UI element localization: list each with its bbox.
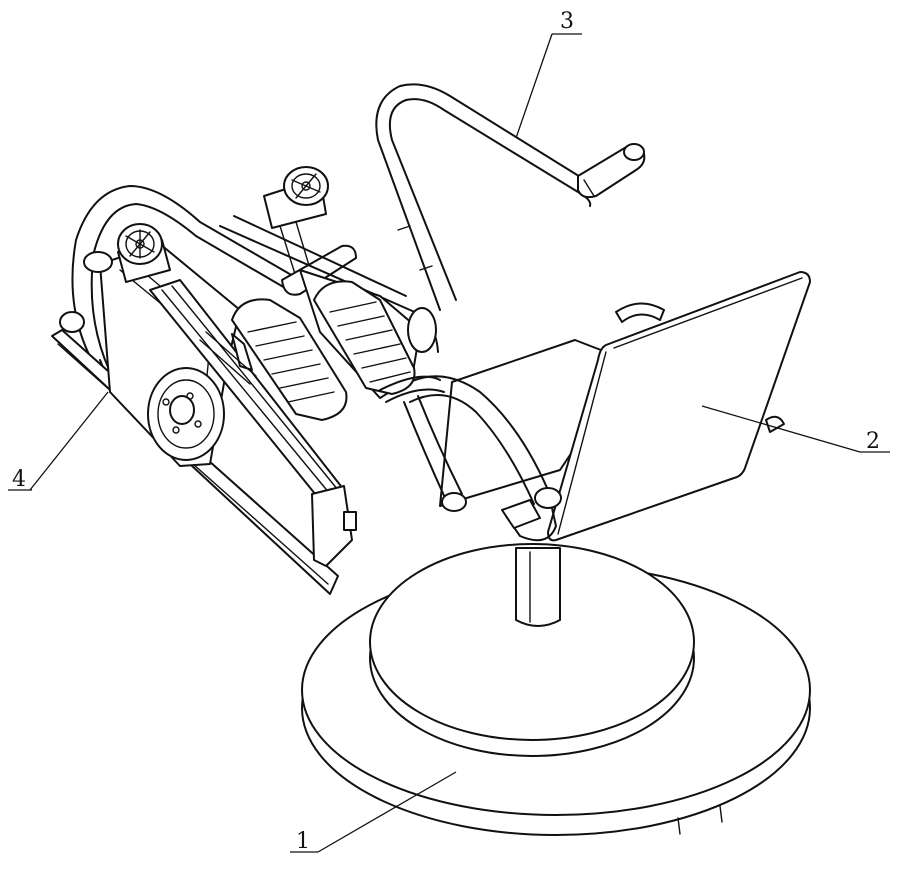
handle-bar [375,83,646,311]
leg-module [51,166,445,595]
callout-4-label: 4 [12,467,26,492]
callout-2-label: 2 [866,429,880,454]
seat-post [515,547,561,627]
callout-3: 3 [515,9,582,139]
callout-1: 1 [290,771,457,854]
callout-4: 4 [8,391,109,492]
callout-3-label: 3 [560,9,574,34]
callout-2: 2 [701,405,890,454]
foot-plate-right [313,280,416,395]
callout-1-label: 1 [296,829,310,854]
seat-assembly [401,271,811,542]
actuator-left [117,223,171,283]
base-platform [369,543,695,757]
foot-plate-left [231,298,348,421]
